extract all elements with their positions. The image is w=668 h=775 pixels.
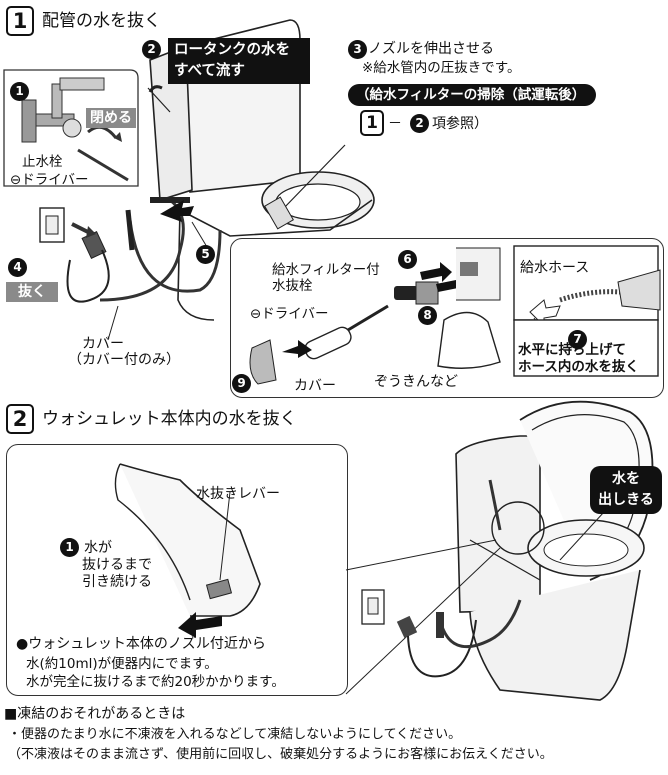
drain-all-line2: 出しきる — [598, 492, 654, 508]
section2-number: 2 — [6, 404, 34, 434]
step4-badge: 4 — [8, 258, 27, 277]
step9-badge: 9 — [232, 374, 251, 393]
pull-text-2: 抜けるまで 引き続ける — [82, 557, 152, 591]
hose-label: 給水ホース — [520, 260, 590, 276]
lift-line2: ホース内の水を抜く — [518, 359, 639, 375]
screwdriver-label: ⊖ドライバー — [10, 172, 89, 188]
lever-label: 水抜きレバー — [196, 486, 280, 502]
pull-line3: 引き続ける — [82, 574, 152, 590]
filter-clean-box: （給水フィルターの掃除（試運転後） — [348, 84, 596, 106]
rag-label: ぞうきんなど — [374, 374, 458, 390]
ref-text: 項参照） — [432, 116, 488, 132]
ref-dash: － — [388, 116, 402, 132]
step8-badge: 8 — [418, 306, 437, 325]
ref-box: 1 — [360, 110, 384, 136]
nozzle-note: ※給水管内の圧抜きです。 — [362, 60, 521, 76]
ref-badge: 2 — [410, 114, 429, 133]
pull-line2: 抜けるまで — [82, 557, 152, 573]
nozzle-label: ノズルを伸出させる — [368, 41, 494, 57]
filter-valve-line2: 水抜栓 — [272, 278, 313, 294]
tank-drain-box: ロータンクの水を すべて流す — [168, 38, 310, 84]
cover-label: カバー — [82, 336, 124, 352]
detail-panel-illustration — [249, 245, 661, 385]
step7-badge: 7 — [568, 330, 587, 349]
filter-valve-line1: 給水フィルター付 — [272, 262, 380, 278]
detail-screwdriver-label: ⊖ドライバー — [250, 306, 329, 322]
drain-all-box: 水を 出しきる — [590, 466, 662, 514]
filter-valve-label: 給水フィルター付 水抜栓 — [272, 262, 380, 294]
footer-heading: ■凍結のおそれがあるときは — [4, 706, 186, 722]
pull-badge: 1 — [60, 538, 79, 557]
note-line3: 水が完全に抜けるまで約20秒かかります。 — [26, 674, 285, 690]
unplug-label: 抜く — [6, 282, 58, 302]
lift-text: 水平に持ち上げて ホース内の水を抜く — [518, 342, 639, 376]
pull-line1: 水が — [84, 540, 112, 556]
pull-text: 水が — [84, 540, 112, 557]
note-line2: 水(約10ml)が便器内にでます。 — [26, 656, 218, 672]
section1-illustration — [3, 19, 375, 341]
tank-drain-line1: ロータンクの水を — [174, 42, 290, 58]
step3-badge: 3 — [348, 40, 367, 59]
step2-badge: 2 — [142, 40, 161, 59]
section1-number: 1 — [6, 6, 34, 36]
section2-title: ウォシュレット本体内の水を抜く — [42, 409, 297, 429]
cover-note: （カバー付のみ） — [68, 352, 180, 368]
step1-badge: 1 — [10, 82, 29, 101]
lift-line1: 水平に持ち上げて — [518, 342, 626, 358]
stop-valve-label: 止水栓 — [22, 154, 63, 170]
section1-title: 配管の水を抜く — [42, 11, 161, 31]
detail-cover-label: カバー — [294, 378, 336, 394]
close-label: 閉める — [86, 108, 136, 128]
step5-badge: 5 — [196, 245, 215, 264]
note-line1: ●ウォシュレット本体のノズル付近から — [16, 636, 266, 652]
tank-drain-line2: すべて流す — [174, 63, 245, 79]
drain-all-line1: 水を — [612, 471, 640, 487]
footer-line2: （不凍液はそのまま流さず、使用前に回収し、破棄処分するようにお客様にお伝えくださ… — [8, 747, 553, 762]
step6-badge: 6 — [398, 250, 417, 269]
footer-line1: ・便器のたまり水に不凍液を入れるなどして凍結しないようにしてください。 — [8, 727, 462, 742]
